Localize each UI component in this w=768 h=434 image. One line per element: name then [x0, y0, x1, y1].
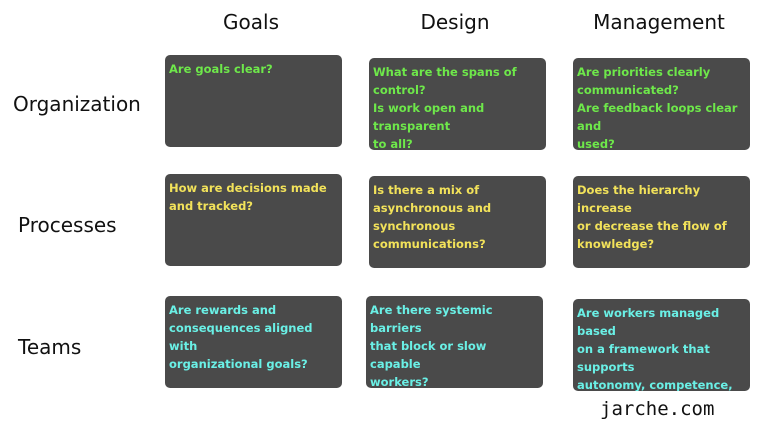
column-header-design: Design [420, 10, 490, 34]
column-header-management: Management [593, 10, 725, 34]
card-teams-goals: Are rewards and consequences aligned wit… [165, 296, 342, 388]
card-teams-design: Are there systemic barriers that block o… [366, 296, 543, 388]
card-organization-goals: Are goals clear? [165, 55, 342, 147]
card-processes-goals: How are decisions made and tracked? [165, 174, 342, 266]
row-header-teams: Teams [18, 335, 82, 359]
card-processes-management: Does the hierarchy increase or decrease … [573, 176, 750, 268]
row-header-processes: Processes [18, 213, 117, 237]
card-processes-design: Is there a mix of asynchronous and synch… [369, 176, 546, 268]
card-teams-management: Are workers managed based on a framework… [573, 299, 750, 391]
site-credit: jarche.com [600, 398, 715, 420]
row-header-organization: Organization [13, 92, 141, 116]
card-organization-design: What are the spans of control? Is work o… [369, 58, 546, 150]
card-organization-management: Are priorities clearly communicated? Are… [573, 58, 750, 150]
column-header-goals: Goals [223, 10, 279, 34]
